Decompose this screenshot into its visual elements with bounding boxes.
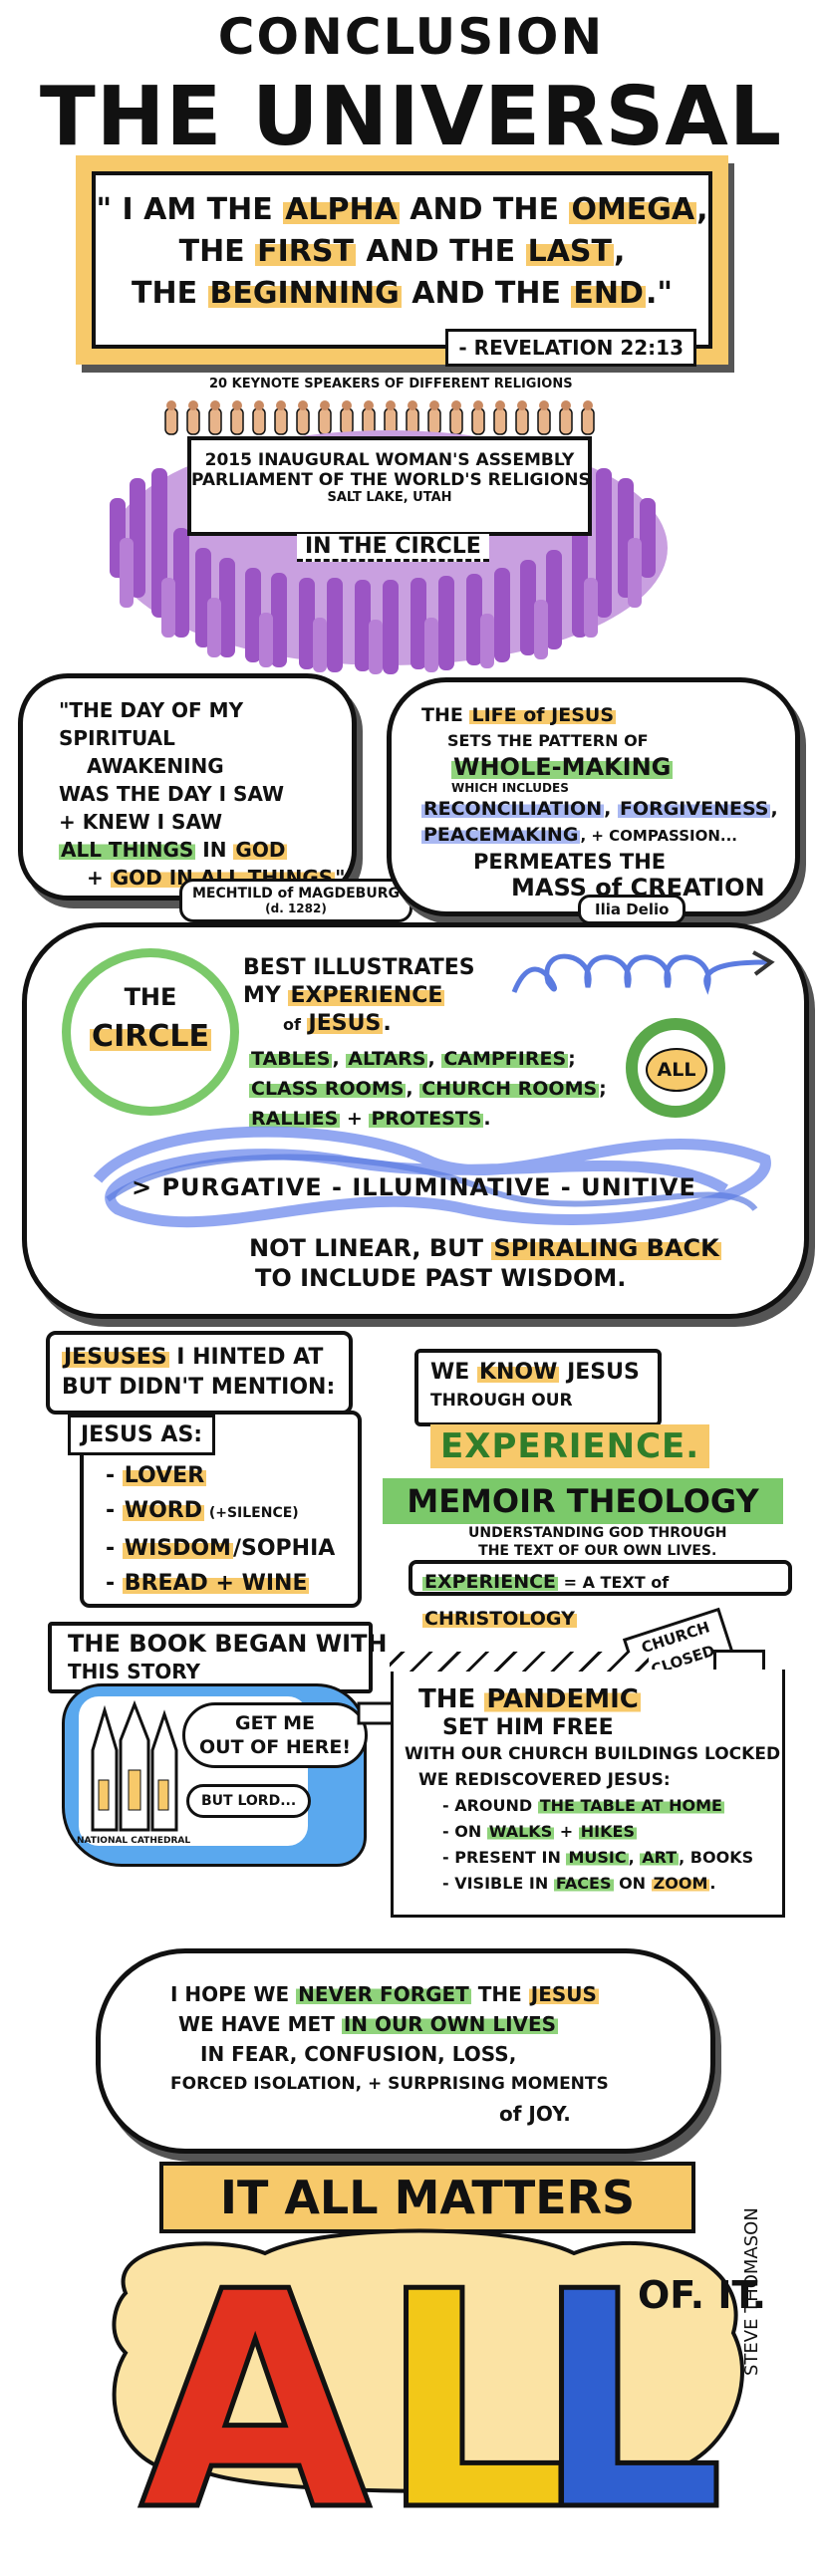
- spiral-arrow-icon: [508, 942, 777, 1016]
- parliament-line-2: PARLIAMENT OF THE WORLD'S RELIGIONS: [191, 470, 591, 490]
- pandemic-item: - VISIBLE IN FACES ON ZOOM.: [442, 1874, 716, 1893]
- mechtild-line-2: SPIRITUAL: [59, 726, 175, 750]
- jesus-as-box: JESUS AS: - LOVER - WORD (+SILENCE) - WI…: [68, 1411, 362, 1608]
- but-lord-bubble: BUT LORD...: [186, 1784, 312, 1818]
- delio-line-6: PEACEMAKING, + COMPASSION...: [421, 824, 737, 846]
- delio-line-5: RECONCILIATION, FORGIVENESS,: [421, 798, 778, 820]
- delio-line-7: PERMEATES THE: [473, 850, 667, 874]
- circle-label-the: THE: [124, 983, 177, 1011]
- parliament-label: 2015 INAUGURAL WOMAN'S ASSEMBLY PARLIAME…: [187, 436, 592, 536]
- memoir-theology-banner: MEMOIR THEOLOGY: [383, 1478, 783, 1524]
- of-it-text: OF. IT.: [638, 2273, 767, 2317]
- jesuses-hinted-box: JESUSES I HINTED AT BUT DIDN'T MENTION:: [46, 1331, 353, 1415]
- it-all-matters-banner: IT ALL MATTERS: [159, 2162, 695, 2233]
- circle-description: BEST ILLUSTRATES MY EXPERIENCE of JESUS.: [243, 955, 475, 1036]
- cathedral-scene: GET ME OUT OF HERE! BUT LORD... NATIONAL…: [62, 1683, 369, 1867]
- jesus-as-heading: JESUS AS:: [68, 1415, 216, 1455]
- delio-line-2: SETS THE PATTERN OF: [447, 731, 649, 750]
- experience-word: EXPERIENCE.: [430, 1424, 710, 1468]
- jesus-as-item: - LOVER: [106, 1463, 207, 1488]
- all-letter-l1: L: [376, 2228, 571, 2576]
- mechtild-line-5: + KNEW I SAW: [59, 810, 223, 834]
- delio-attribution: Ilia Delio: [578, 895, 686, 924]
- jesus-as-item: - BREAD + WINE: [106, 1571, 310, 1596]
- parliament-line-1: 2015 INAUGURAL WOMAN'S ASSEMBLY: [204, 450, 575, 470]
- quote-citation: - REVELATION 22:13: [445, 329, 696, 367]
- quote-text: " I AM THE ALPHA AND THE OMEGA, THE FIRS…: [96, 192, 708, 311]
- mechtild-line-6: ALL THINGS IN GOD: [59, 838, 288, 862]
- book-began-box: THE BOOK BEGAN WITH THIS STORY: [48, 1622, 388, 1693]
- delio-line-1: THE LIFE of JESUS: [421, 704, 616, 726]
- pandemic-text: THE PANDEMIC SET HIM FREE WITH OUR CHURC…: [405, 1683, 780, 1897]
- delio-line-4: WHICH INCLUDES: [451, 781, 569, 795]
- the-circle-ring: THE CIRCLE: [62, 948, 239, 1116]
- delio-line-3: WHOLE-MAKING: [451, 753, 674, 781]
- spiraling-note: NOT LINEAR, BUT SPIRALING BACK TO INCLUD…: [249, 1234, 721, 1292]
- pandemic-item: - AROUND THE TABLE AT HOME: [442, 1796, 724, 1815]
- get-me-out-bubble: GET ME OUT OF HERE!: [182, 1702, 369, 1768]
- blue-scribble-icon: [88, 1120, 775, 1253]
- parliament-line-3: SALT LAKE, UTAH: [327, 490, 452, 505]
- memoir-subtitle: UNDERSTANDING GOD THROUGH THE TEXT OF OU…: [468, 1525, 727, 1559]
- ouroboros-label: ALL: [646, 1048, 707, 1092]
- know-jesus-box: WE KNOW JESUS THROUGH OUR: [414, 1349, 662, 1426]
- circle-places: TABLES, ALTARS, CAMPFIRES; CLASS ROOMS, …: [249, 1048, 607, 1130]
- cathedral-icon: [91, 1700, 178, 1832]
- ouroboros-icon: ALL: [626, 1018, 725, 1118]
- circle-label-circle: CIRCLE: [90, 1019, 211, 1054]
- mechtild-line-4: WAS THE DAY I SAW: [59, 782, 285, 806]
- all-letter-a: A: [137, 2228, 373, 2576]
- delio-quote-bubble: THE LIFE of JESUS SETS THE PATTERN OF WH…: [387, 677, 800, 916]
- in-the-circle-label: IN THE CIRCLE: [297, 534, 489, 562]
- jesus-as-item: - WORD (+SILENCE): [106, 1498, 299, 1523]
- pandemic-item: - PRESENT IN MUSIC, ART, BOOKS: [442, 1848, 754, 1867]
- christology-equation: EXPERIENCE = A TEXT of CHRISTOLOGY: [409, 1560, 792, 1630]
- artist-signature: STEVE THOMASON: [741, 2207, 762, 2376]
- revelation-quote-box: " I AM THE ALPHA AND THE OMEGA, THE FIRS…: [92, 171, 712, 367]
- speakers-caption: 20 KEYNOTE SPEAKERS OF DIFFERENT RELIGIO…: [209, 377, 573, 391]
- mechtild-line-3: AWAKENING: [87, 754, 224, 778]
- mechtild-attribution: MECHTILD of MAGDEBURG (d. 1282): [179, 879, 412, 922]
- cathedral-caption: NATIONAL CATHEDRAL: [77, 1836, 191, 1846]
- mechtild-quote-bubble: "THE DAY OF MY SPIRITUAL AWAKENING WAS T…: [18, 673, 357, 901]
- pandemic-item: - ON WALKS + HIKES: [442, 1822, 637, 1841]
- conclusion-heading: CONCLUSION: [217, 8, 605, 66]
- all-burst-background: [96, 2223, 763, 2501]
- mystic-stages: > PURGATIVE - ILLUMINATIVE - UNITIVE: [132, 1173, 696, 1201]
- hope-cloud: I HOPE WE NEVER FORGET THE JESUS WE HAVE…: [96, 1948, 715, 2154]
- mechtild-line-1: "THE DAY OF MY: [59, 698, 244, 722]
- jesus-as-item: - WISDOM/SOPHIA: [106, 1536, 336, 1561]
